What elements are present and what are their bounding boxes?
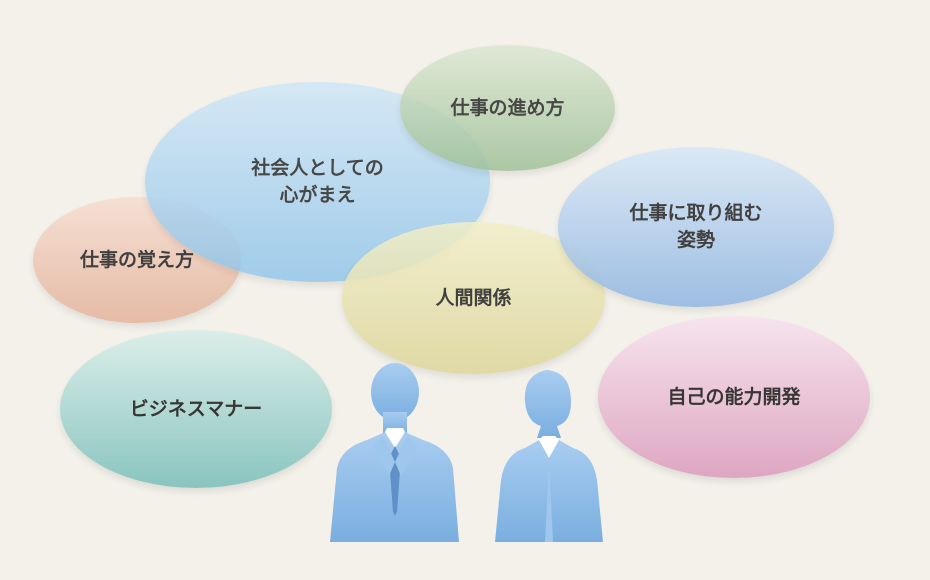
bubble-label: ビジネスマナー [129,397,263,420]
bubble-label: 自己の能力開発 [667,385,801,408]
bubble-label: 仕事に取り組む 姿勢 [629,202,763,251]
woman-silhouette-icon [495,370,603,542]
business-people-silhouette-icon [330,363,603,542]
bubble-nouryoku-kaihatsu: 自己の能力開発 [598,316,870,478]
bubble-shigoto-no-susumekata: 仕事の進め方 [400,45,615,171]
bubble-shigoto-shisei: 仕事に取り組む 姿勢 [558,147,834,307]
bubble-ningen-kankei: 人間関係 [342,222,605,374]
bubble-label: 社会人としての 心がまえ [251,157,384,206]
man-silhouette-icon [330,363,459,542]
bubble-label: 仕事の覚え方 [79,248,194,271]
bubble-label: 人間関係 [435,286,512,309]
bubble-label: 仕事の進め方 [450,96,565,119]
bubble-business-manner: ビジネスマナー [60,330,332,488]
